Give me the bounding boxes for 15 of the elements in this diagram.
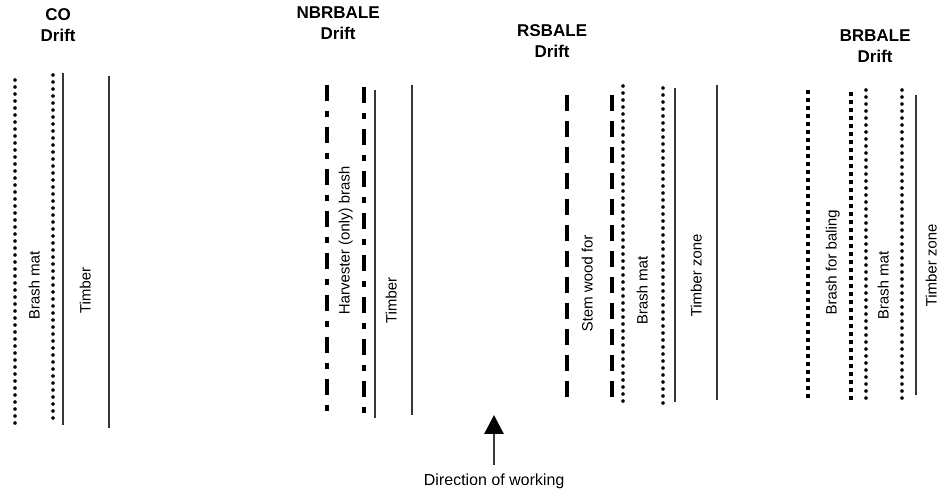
zone-label: Stem wood for xyxy=(580,234,596,332)
zone-label: Brash mat xyxy=(26,250,44,320)
drift-heading: BRBALE Drift xyxy=(840,25,910,67)
drift-heading: RSBALE Drift xyxy=(517,20,587,62)
zone-label: Brash mat xyxy=(876,250,892,320)
direction-label: Direction of working xyxy=(424,472,564,490)
drift-heading: NBRBALE Drift xyxy=(296,2,380,44)
zone-label: Timber zone xyxy=(924,224,940,306)
zone-label: Brash for baling xyxy=(824,209,840,315)
drift-heading: CO Drift xyxy=(40,4,76,46)
zone-label: Harvester (only) brash xyxy=(336,166,354,314)
zone-label: Timber zone xyxy=(688,234,706,316)
zone-label: Brash mat xyxy=(634,256,652,324)
zone-label: Timber xyxy=(78,266,94,314)
zone-label: Timber xyxy=(384,276,400,324)
